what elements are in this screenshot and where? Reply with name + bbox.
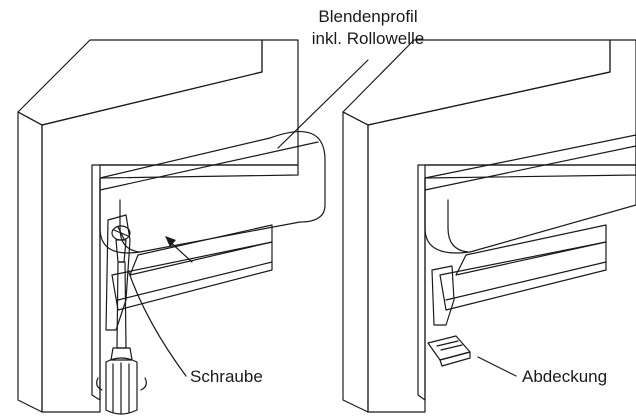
left-bottom-rail [111,241,273,311]
right-bracket [431,265,455,326]
cover-cap-icon [427,335,471,367]
left-frame-top [17,39,263,126]
screw-label: Schraube [190,367,263,386]
right-profile-curve [447,199,469,253]
screwdriver-icon [96,261,147,415]
left-frame-reveal [91,164,299,401]
left-blind-profile [99,130,326,254]
left-rail-edge [117,261,273,301]
right-bottom-rail [439,241,607,311]
screw-icon [111,225,131,263]
right-assembly [342,39,636,413]
profile-callout-line [277,59,369,149]
left-frame-side [17,111,43,413]
profile-label-line1: Blendenprofil [318,7,417,26]
profile-label-line2: inkl. Rollowelle [312,29,424,48]
right-frame-top [342,39,611,126]
right-frame-side [342,111,369,413]
left-frame-front [41,39,299,413]
right-blind-profile [424,134,636,254]
left-profile-edge [99,141,319,191]
cover-callout-line [477,356,517,377]
right-frame-reveal [417,164,636,401]
cover-label: Abdeckung [522,367,607,386]
right-profile-edge [424,145,636,191]
right-frame-front [367,39,636,413]
screw-callout-line [127,269,187,377]
arrow-icon [165,236,193,263]
left-profile-curve [119,199,141,253]
right-rail-edge [445,261,607,301]
left-assembly [17,39,326,415]
